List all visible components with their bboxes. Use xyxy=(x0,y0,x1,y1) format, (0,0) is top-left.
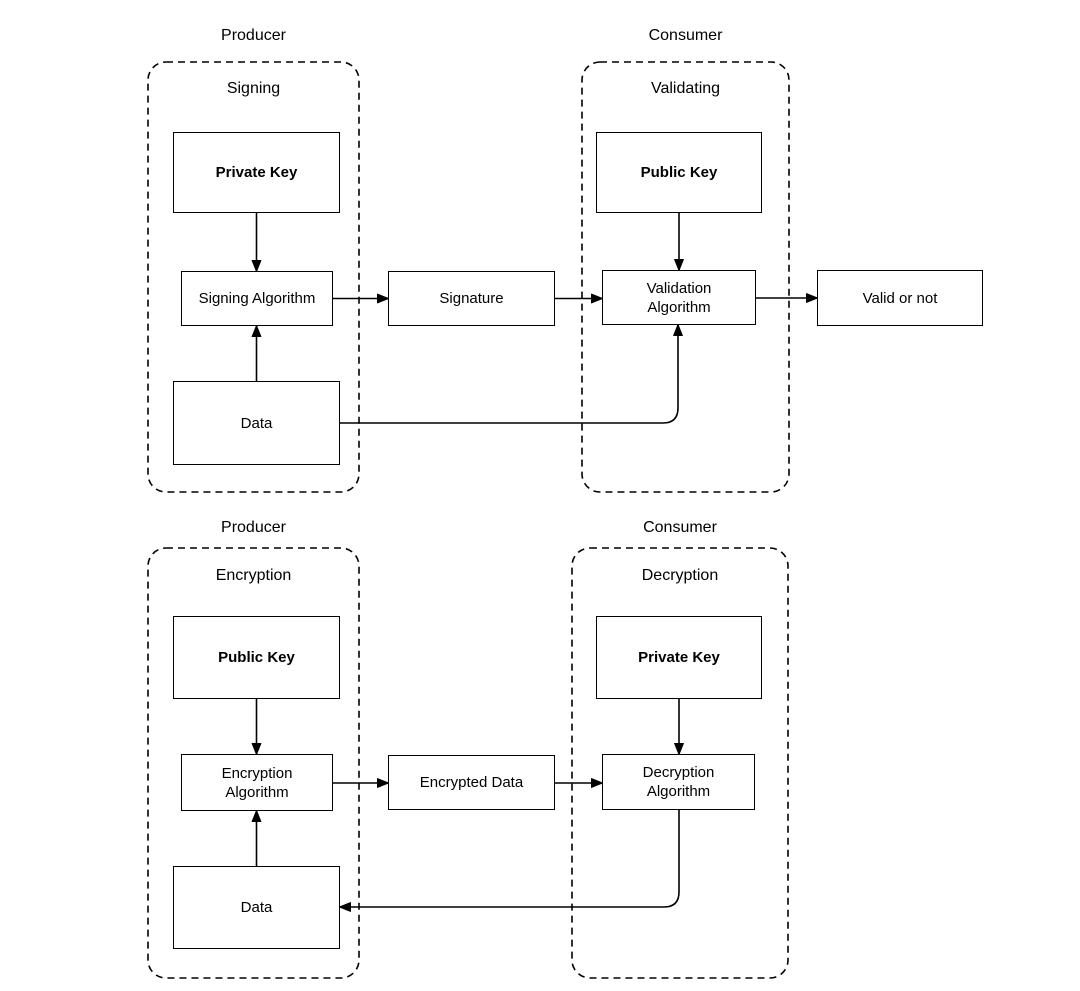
node-decryption-algorithm: Decryption Algorithm xyxy=(602,754,755,810)
node-public-key-encryption: Public Key xyxy=(173,616,340,699)
consumer-label-bottom: Consumer xyxy=(643,519,717,536)
validating-group-label: Validating xyxy=(650,80,721,97)
node-data-signing: Data xyxy=(173,381,340,465)
node-label: Algorithm xyxy=(647,298,711,316)
arrow-decryption-algorithm-to-data xyxy=(339,810,680,912)
node-label: Encrypted Data xyxy=(419,774,524,791)
node-label: Validation xyxy=(646,279,712,297)
producer-label-bottom: Producer xyxy=(221,519,286,536)
node-data-encryption: Data xyxy=(173,866,340,949)
node-signature: Signature xyxy=(388,271,555,326)
node-private-key-decryption: Private Key xyxy=(596,616,762,699)
node-encryption-algorithm: Encryption Algorithm xyxy=(181,754,333,811)
node-label: Signing Algorithm xyxy=(198,290,316,307)
arrow-data-to-validation-algorithm xyxy=(340,324,683,424)
node-validation-algorithm: Validation Algorithm xyxy=(602,270,756,325)
node-encrypted-data: Encrypted Data xyxy=(388,755,555,810)
validating-group-outline xyxy=(581,61,790,493)
signing-group-label: Signing xyxy=(226,80,281,97)
node-private-key-signing: Private Key xyxy=(173,132,340,213)
node-public-key-validating: Public Key xyxy=(596,132,762,213)
node-label: Data xyxy=(240,899,273,916)
node-label: Private Key xyxy=(638,649,720,666)
node-label: Data xyxy=(240,414,273,432)
encryption-group-outline xyxy=(147,547,360,979)
node-label: Algorithm xyxy=(646,783,711,800)
node-label: Decryption xyxy=(642,764,715,781)
node-label: Encryption xyxy=(221,764,293,782)
node-label: Public Key xyxy=(640,164,718,181)
decryption-group-outline xyxy=(571,547,789,979)
node-label: Public Key xyxy=(218,649,295,666)
node-valid-or-not: Valid or not xyxy=(817,270,983,326)
decryption-group-label: Decryption xyxy=(641,567,719,584)
consumer-label-top: Consumer xyxy=(648,27,723,44)
node-label: Valid or not xyxy=(862,289,938,307)
node-signing-algorithm: Signing Algorithm xyxy=(181,271,333,326)
producer-label-top: Producer xyxy=(221,27,286,44)
encryption-group-label: Encryption xyxy=(215,567,292,584)
node-label: Algorithm xyxy=(225,783,289,801)
node-label: Private Key xyxy=(215,164,298,181)
signing-group-outline xyxy=(147,61,360,493)
node-label: Signature xyxy=(439,290,504,307)
